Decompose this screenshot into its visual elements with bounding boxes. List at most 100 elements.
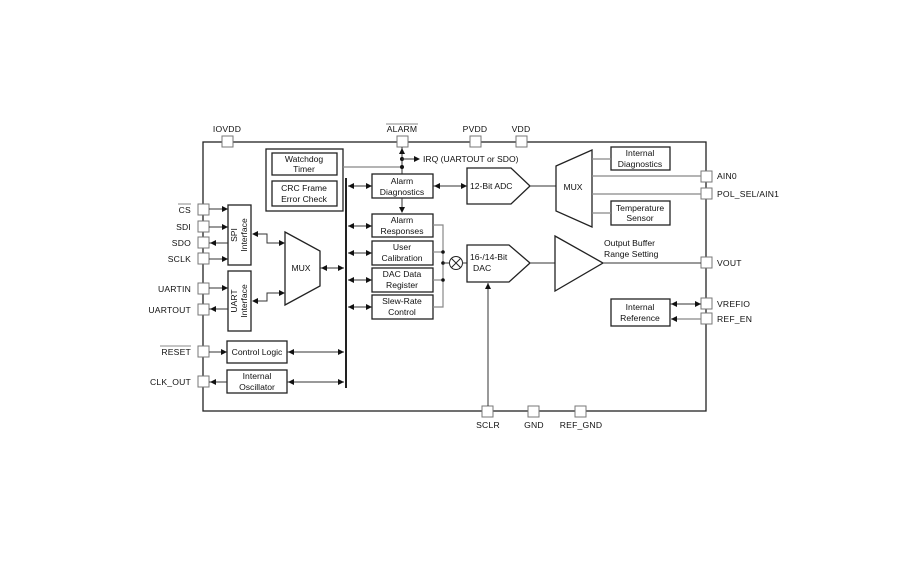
svg-text:Internal: Internal xyxy=(626,302,655,312)
arrow-right-icon xyxy=(461,183,467,189)
svg-text:User: User xyxy=(393,242,411,252)
pin-clk-out: CLK_OUT xyxy=(150,375,210,388)
pin-label-ref-gnd: REF_GND xyxy=(560,420,602,430)
pin-vdd: VDD xyxy=(512,124,531,148)
output-buffer-label: Output Buffer xyxy=(604,238,655,248)
pin-label-uartout: UARTOUT xyxy=(148,305,191,315)
pin-ref-en: REF_EN xyxy=(700,312,752,325)
svg-text:Internal: Internal xyxy=(626,148,655,158)
pin-label-vdd: VDD xyxy=(512,124,531,134)
arrow-up-icon xyxy=(485,283,491,289)
mux-interface-block: MUX xyxy=(284,230,321,307)
svg-text:Control: Control xyxy=(388,307,416,317)
svg-text:Interface: Interface xyxy=(239,218,249,252)
crc-frame-error-check-block: CRC Frame Error Check xyxy=(271,180,338,207)
arrow-right-icon xyxy=(279,290,285,296)
svg-text:SPI: SPI xyxy=(229,228,239,242)
svg-text:Internal: Internal xyxy=(243,371,272,381)
arrow-right-icon xyxy=(338,349,344,355)
pin-gnd: GND xyxy=(524,405,544,430)
internal-diagnostics-block: Internal Diagnostics xyxy=(610,146,671,171)
user-calibration-block: User Calibration xyxy=(371,240,434,266)
internal-oscillator-block: Internal Oscillator xyxy=(226,369,288,394)
svg-text:Slew-Rate: Slew-Rate xyxy=(382,296,422,306)
pin-pol-sel-ain1: POL_SEL/AIN1 xyxy=(700,187,779,200)
arrow-left-icon xyxy=(671,316,677,322)
pin-ref-gnd: REF_GND xyxy=(560,405,602,430)
slew-rate-control-block: Slew-Rate Control xyxy=(371,294,434,320)
alarm-diagnostics-block: Alarm Diagnostics xyxy=(371,173,434,199)
output-buffer-amplifier xyxy=(554,234,605,293)
svg-text:Responses: Responses xyxy=(381,226,424,236)
svg-text:Oscillator: Oscillator xyxy=(239,382,275,392)
pin-alarm: ALARM xyxy=(386,123,418,148)
pin-label-reset: RESET xyxy=(161,347,191,357)
pin-label-sdo: SDO xyxy=(172,238,191,248)
arrow-up-icon xyxy=(399,148,405,154)
arrow-left-icon xyxy=(434,183,440,189)
pin-label-iovdd: IOVDD xyxy=(213,124,241,134)
uart-mux-wire xyxy=(253,292,284,302)
arrow-left-icon xyxy=(348,183,354,189)
junction-dot xyxy=(400,165,404,169)
svg-text:Error Check: Error Check xyxy=(281,194,328,204)
svg-text:12-Bit ADC: 12-Bit ADC xyxy=(470,181,513,191)
svg-text:MUX: MUX xyxy=(291,263,310,273)
watchdog-timer-block: Watchdog Timer xyxy=(271,152,338,176)
range-setting-label: Range Setting xyxy=(604,249,659,259)
pin-label-vrefio: VREFIO xyxy=(717,299,750,309)
pin-label-ain0: AIN0 xyxy=(717,171,737,181)
pin-vrefio: VREFIO xyxy=(700,297,750,310)
svg-text:Register: Register xyxy=(386,280,418,290)
dac-data-register-block: DAC Data Register xyxy=(371,267,434,293)
arrow-right-icon xyxy=(366,183,372,189)
svg-text:Diagnostics: Diagnostics xyxy=(380,187,424,197)
svg-text:Alarm: Alarm xyxy=(391,176,413,186)
arrow-left-icon xyxy=(252,231,258,237)
control-logic-block: Control Logic xyxy=(226,340,288,364)
pin-label-sclk: SCLK xyxy=(168,254,191,264)
spi-interface-block: SPI Interface xyxy=(227,204,252,266)
chip-outline xyxy=(202,141,707,412)
temperature-sensor-block: Temperature Sensor xyxy=(610,200,671,226)
arrow-left-icon xyxy=(252,298,258,304)
svg-text:UART: UART xyxy=(229,289,239,313)
pin-label-vout: VOUT xyxy=(717,258,742,268)
pin-sdo: SDO xyxy=(172,236,210,249)
pin-label-pol-sel-ain1: POL_SEL/AIN1 xyxy=(717,189,779,199)
svg-text:MUX: MUX xyxy=(563,182,582,192)
pin-label-cs: CS xyxy=(179,205,191,215)
pin-label-sdi: SDI xyxy=(176,222,191,232)
arrow-right-icon xyxy=(338,379,344,385)
pin-label-clk-out: CLK_OUT xyxy=(150,377,192,387)
arrow-left-icon xyxy=(288,379,294,385)
arrow-left-icon xyxy=(210,379,216,385)
pin-label-sclr: SCLR xyxy=(476,420,500,430)
pin-pvdd: PVDD xyxy=(463,124,488,148)
pin-label-gnd: GND xyxy=(524,420,544,430)
svg-text:Alarm: Alarm xyxy=(391,215,413,225)
svg-text:Calibration: Calibration xyxy=(381,253,422,263)
pin-label-ref-en: REF_EN xyxy=(717,314,752,324)
dac-16-14bit-block: 16-/14-Bit DAC xyxy=(466,244,531,283)
irq-label: IRQ (UARTOUT or SDO) xyxy=(423,154,519,164)
arrow-right-icon xyxy=(279,240,285,246)
pin-uartout: UARTOUT xyxy=(148,303,210,316)
pin-iovdd: IOVDD xyxy=(213,124,241,148)
arrow-right-icon xyxy=(221,349,227,355)
svg-text:Reference: Reference xyxy=(620,313,660,323)
svg-text:Timer: Timer xyxy=(293,164,315,174)
svg-text:Temperature: Temperature xyxy=(616,203,664,213)
pin-label-pvdd: PVDD xyxy=(463,124,488,134)
arrow-down-icon xyxy=(399,207,405,213)
pin-label-uartin: UARTIN xyxy=(158,284,191,294)
svg-text:DAC Data: DAC Data xyxy=(383,269,422,279)
svg-text:16-/14-Bit: 16-/14-Bit xyxy=(470,252,508,262)
arrow-right-icon xyxy=(338,265,344,271)
svg-text:Watchdog: Watchdog xyxy=(285,154,324,164)
spi-pin-wires xyxy=(209,206,228,262)
svg-text:DAC: DAC xyxy=(473,263,491,273)
pin-uartin: UARTIN xyxy=(158,282,210,295)
pin-sdi: SDI xyxy=(176,220,210,233)
